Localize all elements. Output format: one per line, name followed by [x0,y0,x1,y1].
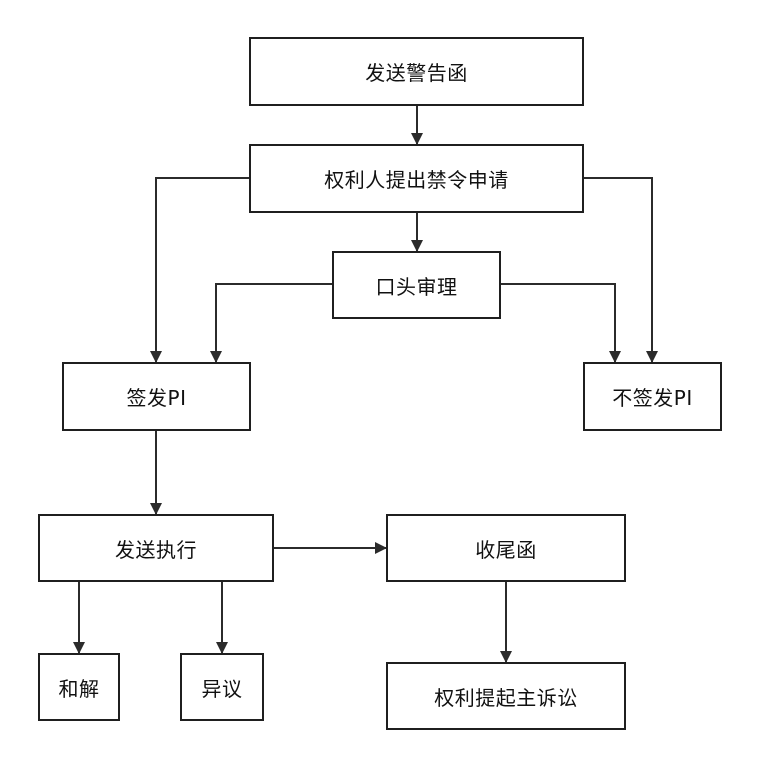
node-label: 发送警告函 [365,57,468,86]
node-label: 权利提起主诉讼 [434,682,578,711]
node-label: 口头审理 [376,271,458,300]
node-send-warning-letter: 发送警告函 [249,37,584,106]
arrow-hearing-to-issue [216,284,332,362]
arrow-apply-to-noissue [584,178,652,362]
node-no-pi: 不签发PI [583,362,722,431]
node-main-lawsuit: 权利提起主诉讼 [386,662,626,730]
node-label: 和解 [59,673,100,702]
node-send-execution: 发送执行 [38,514,274,582]
node-settlement: 和解 [38,653,120,721]
node-issue-pi: 签发PI [62,362,251,431]
node-label: 签发PI [127,382,187,411]
node-closing-letter: 收尾函 [386,514,626,582]
node-label: 不签发PI [612,382,692,411]
arrow-hearing-to-noissue [501,284,615,362]
node-oral-hearing: 口头审理 [332,251,501,319]
node-label: 发送执行 [115,534,197,563]
node-injunction-application: 权利人提出禁令申请 [249,144,584,213]
node-label: 异议 [202,673,243,702]
node-label: 收尾函 [475,534,537,563]
node-label: 权利人提出禁令申请 [324,164,509,193]
node-objection: 异议 [180,653,264,721]
arrow-apply-to-issue [156,178,249,362]
